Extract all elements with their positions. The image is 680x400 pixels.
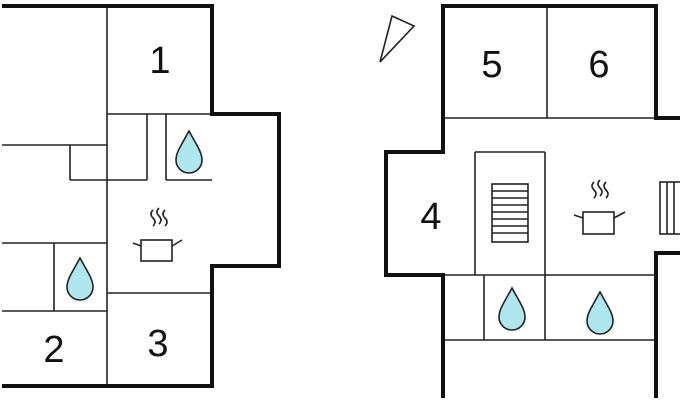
water-drop-icon <box>498 286 526 331</box>
interior-walls-right <box>443 6 656 341</box>
floor-plan-right <box>384 4 680 398</box>
room-label-3: 3 <box>147 323 168 365</box>
room-label-5: 5 <box>481 44 502 86</box>
floor-plan-left <box>2 4 281 388</box>
staircase-icon <box>491 183 529 243</box>
cooking-pot-icon <box>573 179 626 235</box>
room-label-2: 2 <box>43 329 64 371</box>
exterior-wall-right <box>384 4 680 398</box>
exterior-wall-left <box>2 4 281 388</box>
north-arrow-icon <box>379 14 416 63</box>
water-drop-icon <box>586 290 614 335</box>
interior-walls-left <box>2 6 212 386</box>
exterior-wall-right-lower <box>654 251 680 398</box>
staircase-icon <box>659 181 680 235</box>
water-drop-icon <box>175 129 203 174</box>
water-drop-icon <box>66 256 94 301</box>
room-label-4: 4 <box>420 196 441 238</box>
room-label-6: 6 <box>588 44 609 86</box>
cooking-pot-icon <box>132 207 183 262</box>
room-label-1: 1 <box>149 40 170 82</box>
